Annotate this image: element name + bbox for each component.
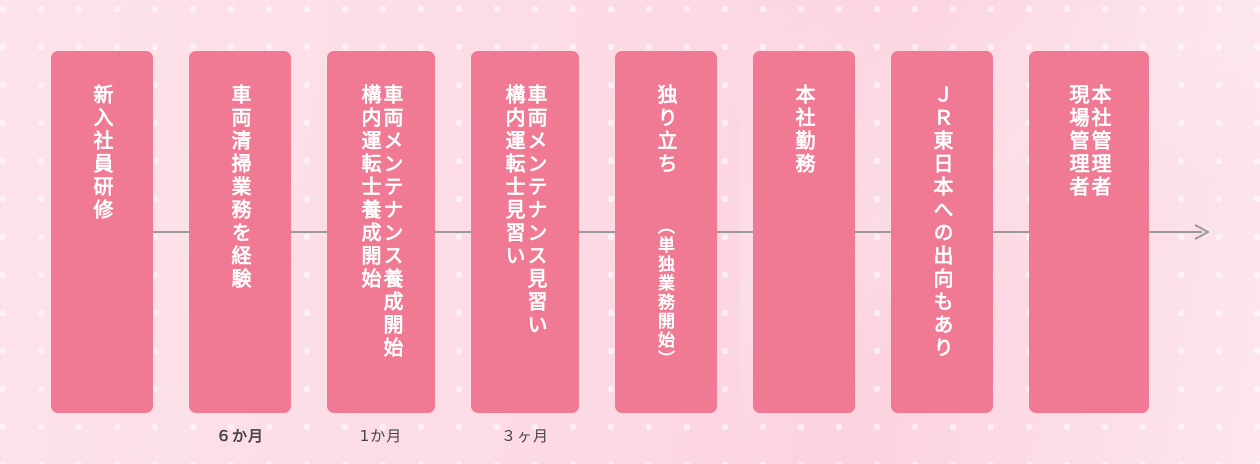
duration-label: 1か月 (359, 427, 403, 445)
step-card-text: 現場管理者 (1066, 84, 1090, 199)
arrow-head-icon (1194, 224, 1209, 240)
duration-label: ６か月 (215, 427, 264, 445)
step-card-text: 車両メンテナンス見習い (524, 84, 548, 337)
duration-label: ３ヶ月 (500, 427, 549, 445)
step-card-new-employee-training: 新入社員研修 (51, 51, 153, 413)
step-card-jr-east-secondment: ＪＲ東日本への出向もあり (891, 51, 993, 413)
step-card-text: 本社管理者 (1088, 84, 1112, 199)
step-card-head-office: 本社勤務 (753, 51, 855, 413)
step-card-text: 構内運転士見習い (502, 84, 526, 268)
step-card-subtext: （単独業務開始） (654, 217, 674, 369)
step-card-manager: 本社管理者 現場管理者 (1029, 51, 1149, 413)
step-card-text: 独り立ち (654, 84, 678, 176)
step-card-maintenance-apprentice: 車両メンテナンス見習い 構内運転士見習い (471, 51, 579, 413)
step-card-independence: 独り立ち (615, 51, 717, 413)
step-card-vehicle-cleaning: 車両清掃業務を経験 (189, 51, 291, 413)
step-card-text: 本社勤務 (792, 84, 816, 176)
step-card-text: 車両メンテナンス養成開始 (380, 84, 404, 360)
step-card-text: 車両清掃業務を経験 (228, 84, 252, 291)
step-card-text: 構内運転士養成開始 (358, 84, 382, 291)
step-card-maintenance-training-start: 車両メンテナンス養成開始 構内運転士養成開始 (327, 51, 435, 413)
step-card-text: ＪＲ東日本への出向もあり (930, 84, 954, 360)
step-card-text: 新入社員研修 (90, 84, 114, 222)
